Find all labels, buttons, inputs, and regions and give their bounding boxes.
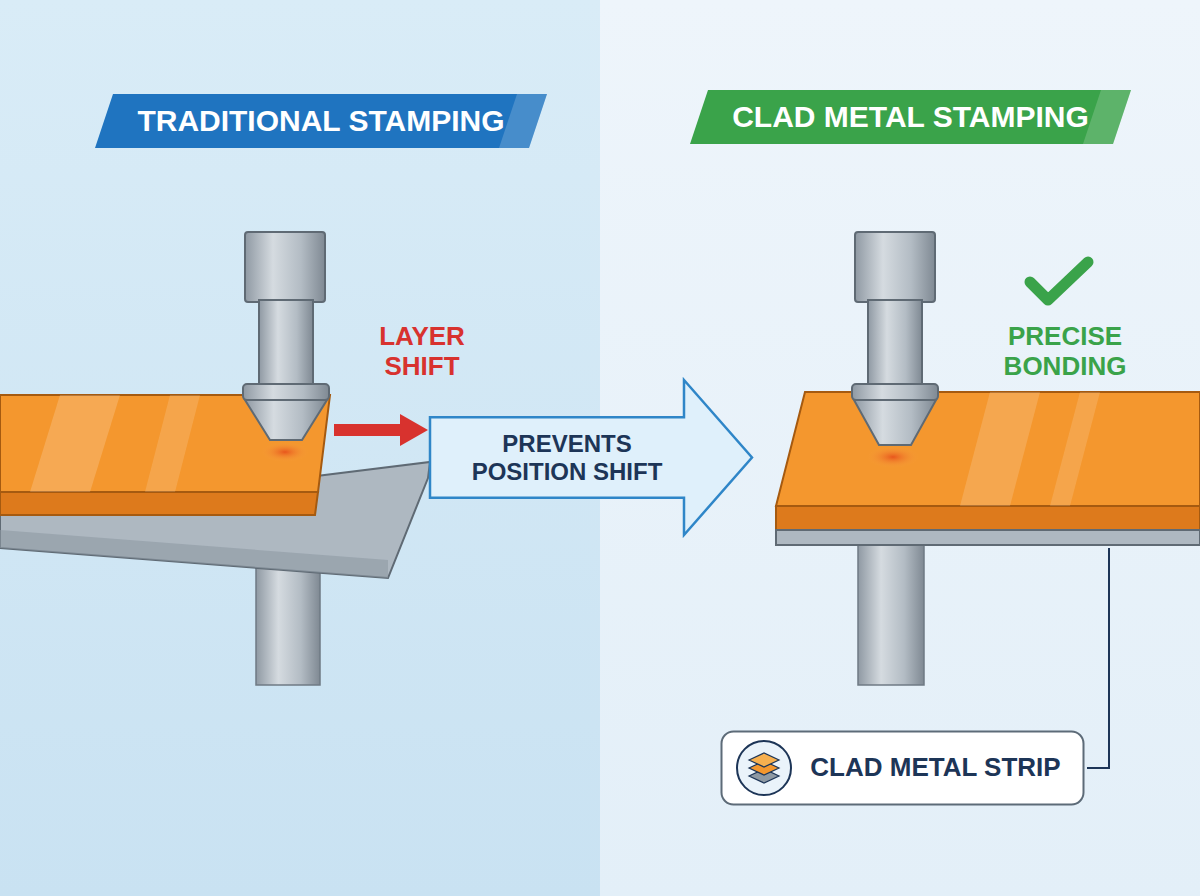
arrow-shape — [430, 380, 752, 535]
check-mark — [1030, 262, 1088, 300]
impact-mark — [261, 442, 309, 462]
warning-label: LAYER SHIFT — [352, 322, 492, 382]
banner-title: TRADITIONAL STAMPING — [137, 104, 504, 139]
leader-line — [1087, 548, 1109, 768]
banner-title: CLAD METAL STAMPING — [732, 100, 1089, 135]
layers-icon — [749, 753, 779, 767]
punch-tip — [245, 400, 327, 440]
shine — [145, 395, 200, 492]
punch-collar — [243, 384, 329, 400]
shine — [30, 395, 120, 492]
clad-copper-edge — [776, 506, 1200, 530]
punch-collar — [852, 384, 938, 400]
banner-accent — [1083, 90, 1131, 144]
clad-steel-layer — [776, 530, 1200, 545]
punch-shaft — [855, 232, 935, 302]
success-label: PRECISE BONDING — [990, 322, 1140, 382]
die-column — [858, 545, 924, 685]
shift-arrow-head — [400, 414, 428, 446]
copper-layer-edge — [0, 492, 318, 515]
die-column — [256, 560, 320, 685]
punch-body — [868, 300, 922, 386]
banner-accent — [499, 94, 547, 148]
punch-shaft — [245, 232, 325, 302]
callout-box: CLAD METAL STRIP — [720, 730, 1085, 806]
layers-icon-ring — [737, 741, 791, 795]
banner-shape — [95, 94, 547, 148]
process-arrow: PREVENTS POSITION SHIFT — [430, 380, 752, 535]
callout-text: CLAD METAL STRIP — [810, 753, 1060, 783]
shift-arrow — [334, 424, 402, 436]
impact-mark — [867, 446, 919, 468]
banner-shape — [690, 90, 1131, 144]
arrow-text: PREVENTS POSITION SHIFT — [442, 430, 692, 485]
section-banner: TRADITIONAL STAMPING — [95, 94, 547, 148]
shine — [960, 392, 1040, 506]
copper-layer — [0, 395, 330, 492]
callout-outline — [722, 732, 1084, 805]
punch-body — [259, 300, 313, 386]
lower-sheet-edge — [0, 530, 388, 578]
section-banner: CLAD METAL STAMPING — [690, 90, 1131, 144]
clad-copper-layer — [776, 392, 1200, 506]
punch-tip — [854, 400, 936, 445]
shine — [1050, 392, 1100, 506]
